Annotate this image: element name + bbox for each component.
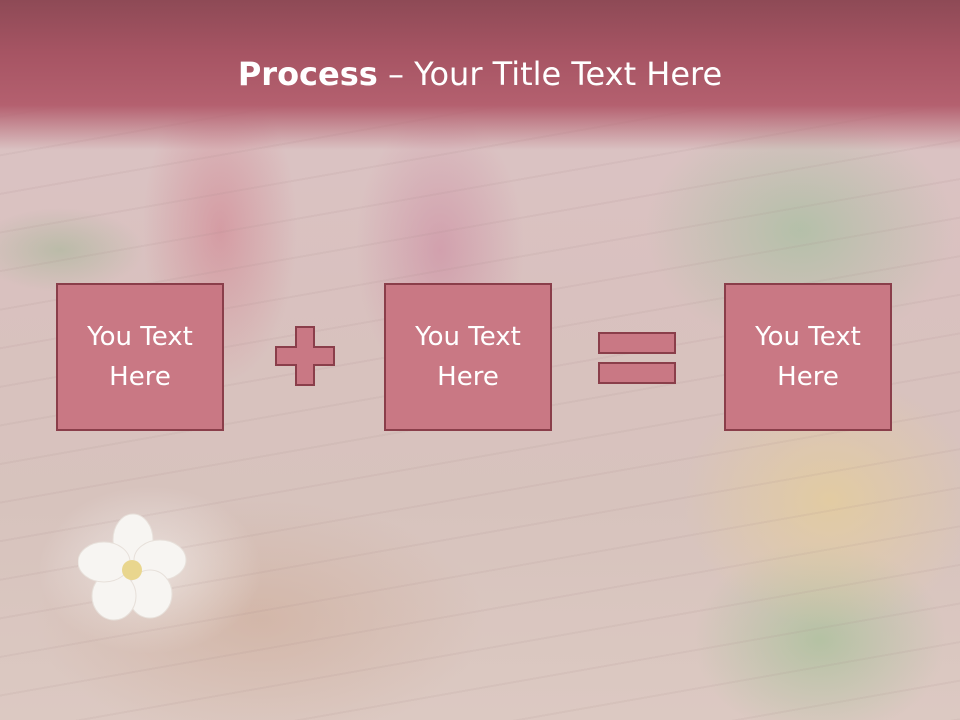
equals-icon — [598, 332, 676, 384]
title-bar — [0, 0, 960, 150]
plus-icon — [275, 326, 335, 386]
title-bold-part: Process — [237, 55, 378, 93]
process-box-2-text: You Text Here — [398, 317, 538, 397]
title-rest-part: – Your Title Text Here — [377, 55, 723, 93]
process-box-3-line1: You Text — [755, 322, 861, 352]
process-box-2-line2: Here — [437, 362, 499, 392]
process-box-2-line1: You Text — [415, 322, 521, 352]
process-box-3[interactable]: You Text Here — [724, 283, 892, 431]
process-box-1-line1: You Text — [87, 322, 193, 352]
process-box-3-line2: Here — [777, 362, 839, 392]
process-box-1-line2: Here — [109, 362, 171, 392]
process-box-1-text: You Text Here — [70, 317, 210, 397]
process-box-1[interactable]: You Text Here — [56, 283, 224, 431]
slide-title[interactable]: Process – Your Title Text Here — [0, 52, 960, 96]
white-flower-decoration — [78, 513, 187, 621]
process-box-2[interactable]: You Text Here — [384, 283, 552, 431]
process-box-3-text: You Text Here — [738, 317, 878, 397]
